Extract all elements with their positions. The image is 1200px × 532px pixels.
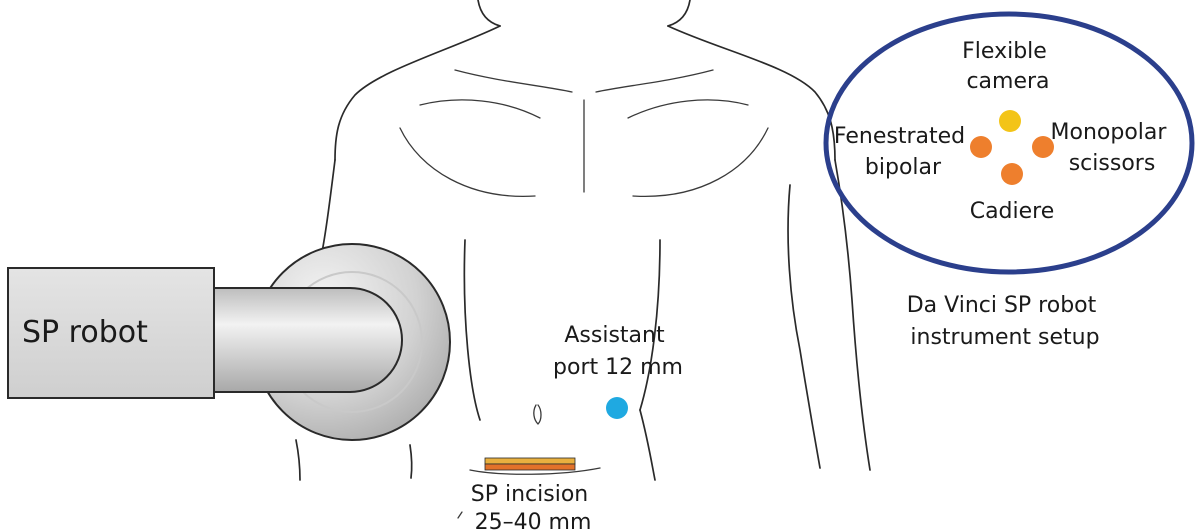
bottom-instrument-dot xyxy=(1001,163,1023,185)
setup-caption-line2: instrument setup xyxy=(910,325,1099,350)
incision-bar-top xyxy=(484,457,576,465)
svg-text:SP incision 25–40 mm: SP incision 25–40 mm xyxy=(471,482,595,532)
robot-label: SP robot xyxy=(22,315,148,350)
right-instrument-label-line1: Monopolar xyxy=(1051,120,1168,145)
bottom-instrument-label: Cadiere xyxy=(970,199,1055,224)
sp-robot: SP robot xyxy=(7,243,451,441)
left-instrument-label-line2: bipolar xyxy=(865,155,942,180)
left-instrument-label-line1: Fenestrated xyxy=(834,124,965,149)
incision-label-line2: 25–40 mm xyxy=(475,510,592,532)
left-instrument-dot xyxy=(970,136,992,158)
setup-caption-line1: Da Vinci SP robot xyxy=(907,293,1097,318)
robot-body xyxy=(7,267,215,399)
svg-text:Assistant port 12 mm: Assistant port 12 mm xyxy=(553,323,683,380)
svg-text:Monopolar scissors: Monopolar scissors xyxy=(1051,120,1174,176)
assistant-port-label-line2: port 12 mm xyxy=(553,355,683,380)
svg-text:Fenestrated bipolar: Fenestrated bipolar xyxy=(834,124,972,180)
camera-dot xyxy=(999,110,1021,132)
sp-incision: SP incision 25–40 mm xyxy=(471,457,595,532)
assistant-port-label-line1: Assistant xyxy=(564,323,665,348)
incision-bar-bottom xyxy=(484,463,576,471)
assistant-port-dot xyxy=(606,397,628,419)
instrument-setup-panel: Flexible camera Fenestrated bipolar Mono… xyxy=(823,11,1195,350)
camera-label-line2: camera xyxy=(966,69,1049,94)
svg-text:Da Vinci SP robot instru: Da Vinci SP robot instrument setup xyxy=(907,293,1104,350)
instrument-ellipse xyxy=(823,11,1195,275)
robot-arm xyxy=(211,287,403,393)
svg-text:Flexible camera: Flexible camera xyxy=(962,39,1054,94)
assistant-port: Assistant port 12 mm xyxy=(553,323,683,419)
right-instrument-dot xyxy=(1032,136,1054,158)
incision-label-line1: SP incision xyxy=(471,482,588,507)
camera-label-line1: Flexible xyxy=(962,39,1047,64)
right-instrument-label-line2: scissors xyxy=(1069,151,1156,176)
torso-outline xyxy=(295,0,871,519)
